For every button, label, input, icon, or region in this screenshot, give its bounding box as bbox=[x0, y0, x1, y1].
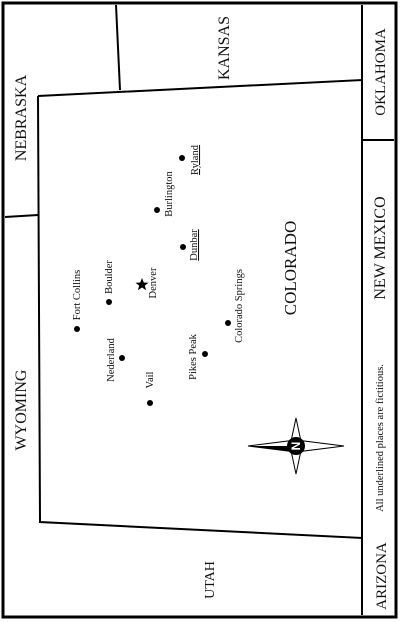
city-label-boulder: Boulder bbox=[104, 260, 115, 294]
city-label-colorado-springs: Colorado Springs bbox=[234, 269, 245, 343]
state-label-oklahoma: OKLAHOMA bbox=[373, 28, 389, 116]
city-label-denver: Denver bbox=[148, 267, 159, 298]
city-dot-nederland bbox=[119, 355, 125, 361]
fictitious-places-note: All underlined places are fictitious. bbox=[375, 364, 386, 512]
city-label-vail: Vail bbox=[145, 371, 156, 388]
city-label-pikes-peak: Pikes Peak bbox=[188, 333, 199, 380]
city-label-nederland: Nederland bbox=[106, 337, 117, 381]
city-dot-pikes-peak bbox=[202, 351, 208, 357]
state-label-kansas: KANSAS bbox=[216, 16, 233, 80]
state-label-new-mexico: NEW MEXICO bbox=[372, 196, 389, 299]
city-dot-dunbar bbox=[180, 244, 186, 250]
city-label-dunbar: Dunbar bbox=[189, 229, 200, 261]
city-label-burlington: Burlington bbox=[164, 171, 175, 217]
capital-star-icon bbox=[135, 278, 149, 291]
city-dot-vail bbox=[147, 400, 153, 406]
city-dots bbox=[74, 155, 231, 406]
city-label-ryland: Ryland bbox=[190, 144, 201, 175]
compass-rose-icon: N bbox=[247, 417, 345, 475]
city-dot-fort-collins bbox=[74, 326, 80, 332]
city-dot-burlington bbox=[154, 207, 160, 213]
state-label-arizona: ARIZONA bbox=[374, 542, 390, 610]
state-label-nebraska: NEBRASKA bbox=[13, 74, 30, 161]
state-label-utah: UTAH bbox=[203, 561, 218, 599]
city-dot-ryland bbox=[179, 155, 185, 161]
compass-north-label: N bbox=[289, 442, 303, 451]
state-label-colorado: COLORADO bbox=[281, 221, 300, 315]
state-borders bbox=[4, 4, 394, 615]
city-labels: Fort Collins Boulder Denver Nederland Va… bbox=[72, 144, 245, 388]
state-labels: NEBRASKA KANSAS OKLAHOMA WYOMING COLORAD… bbox=[13, 16, 390, 610]
city-label-fort-collins: Fort Collins bbox=[72, 270, 83, 320]
city-dot-boulder bbox=[106, 299, 112, 305]
state-label-wyoming: WYOMING bbox=[13, 369, 30, 450]
city-dot-colorado-springs bbox=[225, 320, 231, 326]
